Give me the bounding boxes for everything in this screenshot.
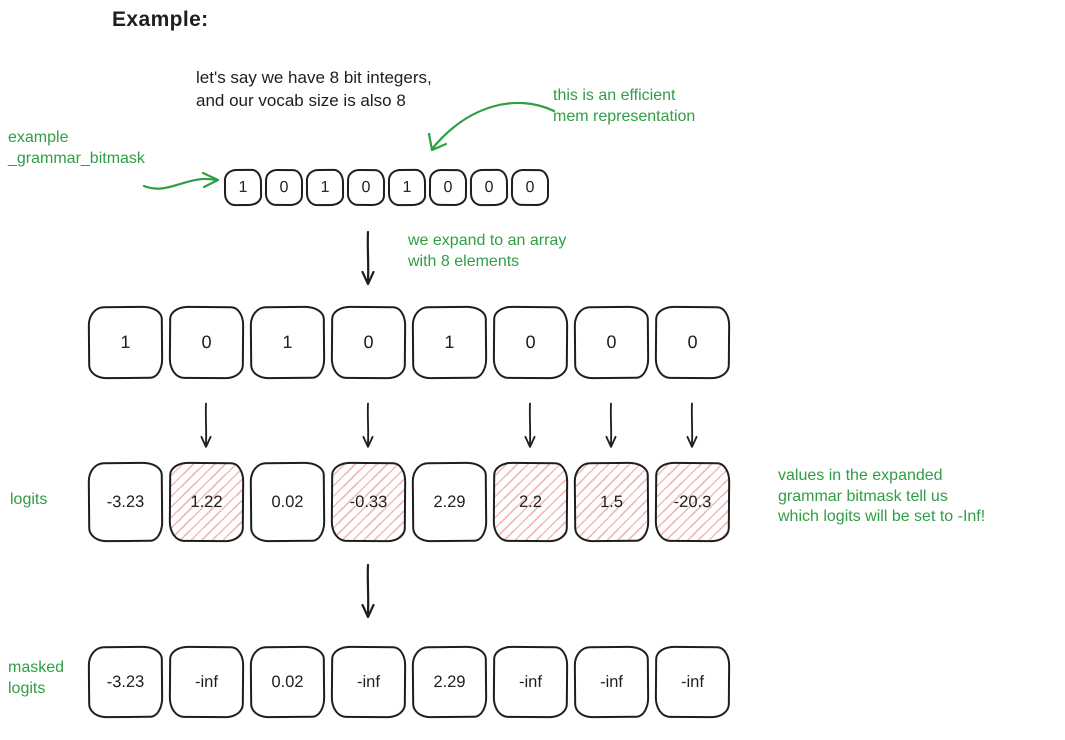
expanded-bitmask-cell: 0: [168, 305, 245, 380]
down-arrow-icon: [361, 563, 375, 619]
logit-cell: 0.02: [249, 461, 326, 543]
expanded-bitmask-cell: 0: [492, 305, 569, 380]
down-arrow-icon: [200, 402, 212, 448]
values-note: values in the expanded grammar bitmask t…: [778, 466, 985, 528]
values-note-line2: grammar bitmask tell us: [778, 487, 948, 505]
expanded-bitmask-cell: 1: [411, 305, 488, 380]
compact-bitmask-cell: 0: [469, 168, 509, 207]
efficient-mem-line2: mem representation: [553, 107, 696, 125]
logit-cell: -3.23: [87, 461, 164, 543]
intro-note-line2: and our vocab size is also 8: [196, 91, 406, 110]
expanded-bitmask-cell: 1: [249, 305, 326, 380]
efficient-mem-note: this is an efficient mem representation: [553, 86, 695, 127]
logit-cell: 1.5: [573, 461, 650, 543]
masked-logit-cell: -inf: [573, 645, 650, 719]
masked-logit-cell: -inf: [168, 645, 245, 719]
logit-cell: 1.22: [168, 461, 245, 543]
compact-bitmask-cell: 1: [305, 168, 345, 207]
grammar-bitmask-label-line1: example: [8, 129, 69, 146]
down-arrow-icon: [362, 402, 374, 448]
masked-logit-cell: -inf: [654, 645, 731, 719]
expand-note: we expand to an array with 8 elements: [408, 231, 566, 272]
compact-bitmask-cell: 1: [223, 168, 263, 207]
masked-logit-cell: -inf: [492, 645, 569, 719]
down-arrow-icon: [605, 402, 617, 448]
values-note-line1: values in the expanded: [778, 467, 943, 484]
values-note-line3: which logits will be set to -Inf!: [778, 508, 986, 525]
logit-cell: 2.29: [411, 461, 488, 543]
curved-arrow-to-bitmask-icon: [427, 101, 556, 152]
grammar-bitmask-label: example _grammar_bitmask: [8, 128, 145, 169]
masked-logit-cell: -inf: [330, 645, 407, 719]
label-arrow-icon: [142, 171, 220, 190]
down-arrow-icon: [686, 402, 698, 448]
intro-note: let's say we have 8 bit integers, and ou…: [196, 66, 432, 112]
expanded-bitmask-row: 1 0 1 0 1 0 0 0: [87, 305, 731, 380]
compact-bitmask-cell: 0: [428, 168, 468, 207]
logit-cell: -0.33: [330, 461, 407, 543]
expanded-bitmask-cell: 0: [654, 305, 731, 380]
compact-bitmask-row: 1 0 1 0 1 0 0 0: [223, 168, 550, 207]
down-arrow-icon: [524, 402, 536, 448]
compact-bitmask-cell: 0: [346, 168, 386, 207]
title: Example:: [112, 8, 209, 31]
expand-note-line2: with 8 elements: [408, 252, 520, 270]
masked-logit-cell: -3.23: [87, 645, 164, 719]
masked-logits-label-line2: logits: [8, 679, 46, 697]
expanded-bitmask-cell: 0: [573, 305, 650, 380]
expanded-bitmask-cell: 1: [87, 305, 164, 380]
masked-logits-row: -3.23 -inf 0.02 -inf 2.29 -inf -inf -inf: [87, 645, 731, 719]
logits-row: -3.23 1.22 0.02 -0.33 2.29 2.2 1.5 -20.3: [87, 461, 731, 543]
masked-logits-label-line1: masked: [8, 659, 65, 676]
compact-bitmask-cell: 1: [387, 168, 427, 207]
masked-logits-label: masked logits: [8, 658, 64, 699]
down-arrow-icon: [361, 230, 375, 286]
logit-cell: 2.2: [492, 461, 569, 543]
efficient-mem-line1: this is an efficient: [553, 87, 676, 104]
logit-cell: -20.3: [654, 461, 731, 543]
logits-label: logits: [10, 491, 48, 508]
intro-note-line1: let's say we have 8 bit integers,: [196, 68, 432, 87]
masked-logit-cell: 0.02: [249, 645, 326, 719]
compact-bitmask-cell: 0: [510, 168, 550, 207]
expanded-bitmask-cell: 0: [330, 305, 407, 380]
masked-logit-cell: 2.29: [411, 645, 488, 719]
expand-note-line1: we expand to an array: [408, 232, 567, 249]
grammar-bitmask-label-line2: _grammar_bitmask: [8, 149, 145, 167]
compact-bitmask-cell: 0: [264, 168, 304, 207]
